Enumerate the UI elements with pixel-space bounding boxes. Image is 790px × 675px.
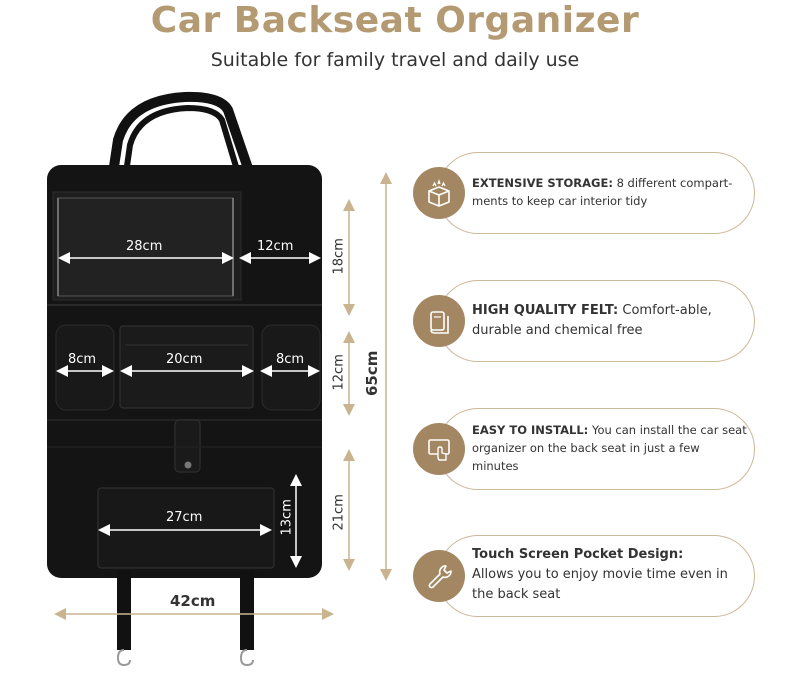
strap-flap bbox=[174, 419, 201, 473]
dim-total-width: 42cm bbox=[170, 592, 216, 610]
dim-total-height: 65cm bbox=[363, 350, 381, 396]
dim-side-pocket-width: 12cm bbox=[257, 239, 294, 254]
dim-tablet-width: 28cm bbox=[126, 239, 163, 254]
organizer-illustration bbox=[47, 91, 392, 667]
tissue-box bbox=[119, 325, 254, 409]
feature-touch-screen-pocket: Touch Screen Pocket Design: Allows you to… bbox=[413, 535, 758, 617]
feature-high-quality-felt: HIGH QUALITY FELT: Comfort-able, durable… bbox=[413, 280, 758, 362]
feature-body: Comfort-able, durable and chemical free bbox=[472, 303, 712, 338]
dim-top-height: 18cm bbox=[331, 238, 347, 275]
touch-install-icon bbox=[413, 423, 465, 475]
feature-body: Allows you to enjoy movie time even in t… bbox=[472, 567, 728, 602]
dim-bottom-height: 21cm bbox=[331, 494, 347, 531]
feature-easy-to-install: EASY TO INSTALL: You can install the car… bbox=[413, 408, 758, 490]
storage-box-icon bbox=[413, 167, 465, 219]
page-subtitle: Suitable for family travel and daily use bbox=[210, 49, 580, 71]
feature-extensive-storage: EXTENSIVE STORAGE: 8 different compart-m… bbox=[413, 152, 758, 234]
feature-heading: HIGH QUALITY FELT: bbox=[472, 303, 619, 318]
dim-bottom-pocket-width: 27cm bbox=[166, 510, 203, 525]
bottom-pocket bbox=[97, 487, 275, 569]
bottle-holder-right bbox=[261, 324, 321, 411]
feature-body: 8 different compart-ments to keep car in… bbox=[472, 176, 733, 208]
dim-bottle-left-width: 8cm bbox=[68, 352, 97, 367]
feature-heading: Touch Screen Pocket Design: bbox=[472, 547, 684, 562]
wrench-icon bbox=[413, 550, 465, 602]
page-title: Car Backseat Organizer bbox=[150, 0, 640, 41]
dim-bottom-pocket-height: 13cm bbox=[279, 499, 295, 536]
bottle-holder-left bbox=[55, 324, 115, 411]
feature-body: You can install the car seat organizer o… bbox=[472, 423, 747, 473]
hook-straps bbox=[116, 570, 254, 667]
dim-middle-width: 20cm bbox=[166, 352, 203, 367]
feature-heading: EXTENSIVE STORAGE: bbox=[472, 176, 613, 190]
feature-heading: EASY TO INSTALL: bbox=[472, 423, 589, 437]
dim-middle-height: 12cm bbox=[331, 354, 347, 391]
felt-roll-icon bbox=[413, 295, 465, 347]
dim-bottle-right-width: 8cm bbox=[276, 352, 305, 367]
